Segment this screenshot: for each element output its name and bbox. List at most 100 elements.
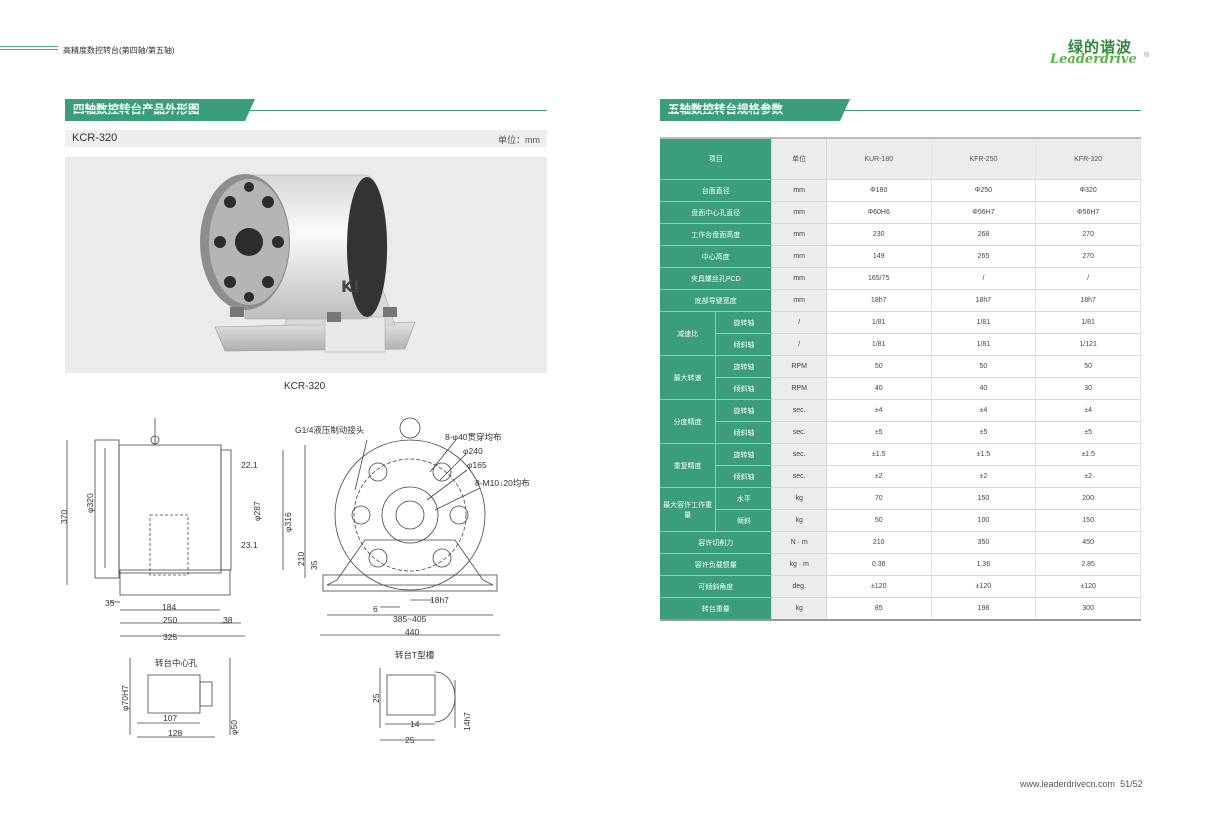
spec-value: ±2	[931, 465, 1037, 488]
unit-label: 单位：mm	[498, 135, 540, 145]
spec-item: 中心高度	[660, 245, 772, 268]
dim-14h7: 14h7	[462, 712, 472, 731]
footer: www.leaderdrivecn.com 51/52	[1020, 779, 1143, 789]
dim-184: 184	[162, 602, 176, 612]
spec-value: 50	[931, 355, 1037, 378]
spec-value: 268	[931, 223, 1037, 246]
spec-unit: kg	[771, 597, 827, 621]
spec-value: 1.36	[931, 553, 1037, 576]
dim-35: 35	[105, 598, 115, 608]
spec-value: 1/121	[1035, 333, 1141, 356]
spec-subitem: 倾斜轴	[715, 421, 772, 444]
dim-18h7: 18h7	[430, 595, 449, 605]
spec-value: Φ250	[931, 179, 1037, 202]
spec-value: 18h7	[826, 289, 932, 312]
spec-value: ±4	[931, 399, 1037, 422]
dim-14: 14	[410, 719, 420, 729]
spec-subitem: 倾斜轴	[715, 333, 772, 356]
spec-value: 270	[1035, 223, 1141, 246]
spec-value: /	[1035, 267, 1141, 290]
t-slot-title: 转台T型槽	[395, 650, 435, 660]
spec-value: 150	[931, 487, 1037, 510]
spec-value: 1/81	[826, 333, 932, 356]
spec-item: 台面直径	[660, 179, 772, 202]
spec-item: 可倾斜角度	[660, 575, 772, 598]
dim-25-a: 25	[371, 693, 381, 703]
dim-phi70h7: φ70H7	[120, 685, 130, 711]
dim-440: 440	[405, 627, 419, 637]
spec-value: 270	[1035, 245, 1141, 268]
spec-subitem: 倾斜轴	[715, 377, 772, 400]
spec-group: 减速比	[660, 311, 716, 356]
page-numbers: 51/52	[1120, 779, 1143, 789]
spec-value: ±5	[826, 421, 932, 444]
dim-phi240: φ240	[463, 446, 483, 456]
spec-subitem: 旋转轴	[715, 311, 772, 334]
dim-107: 107	[163, 713, 177, 723]
dim-phi287: φ287	[252, 501, 262, 521]
spec-value: 18h7	[931, 289, 1037, 312]
logo-registered: ®	[1144, 52, 1150, 59]
brand-logo: 绿的谐波 Leaderdrive ®	[1050, 36, 1150, 72]
lifting-ring	[399, 417, 421, 439]
dim-38: 38	[223, 615, 233, 625]
spec-header-3: KFR-250	[931, 137, 1037, 180]
spec-unit: mm	[771, 289, 827, 312]
spec-unit: kg	[771, 509, 827, 532]
spec-value: Φ320	[1035, 179, 1141, 202]
spec-group: 分度精度	[660, 399, 716, 444]
spec-unit: mm	[771, 223, 827, 246]
spec-value: 70	[826, 487, 932, 510]
spec-header-2: KUR-180	[826, 137, 932, 180]
spec-item: 底部导键宽度	[660, 289, 772, 312]
spec-value: 200	[1035, 487, 1141, 510]
spec-unit: /	[771, 333, 827, 356]
spec-value: 149	[826, 245, 932, 268]
side-view-flange	[94, 439, 120, 579]
spec-value: ±120	[1035, 575, 1141, 598]
svg-text:KI: KI	[341, 277, 359, 296]
spec-subitem: 旋转轴	[715, 355, 772, 378]
spec-value: 150	[1035, 509, 1141, 532]
spec-value: 450	[1035, 531, 1141, 554]
spec-value: 30	[1035, 377, 1141, 400]
section-rule-right	[660, 110, 1141, 111]
spec-value: Φ56H7	[1035, 201, 1141, 224]
spec-value: 40	[826, 377, 932, 400]
spec-value: ±5	[931, 421, 1037, 444]
spec-subitem: 旋转轴	[715, 443, 772, 466]
spec-value: ±120	[931, 575, 1037, 598]
model-bar: KCR-320 单位：mm	[65, 130, 547, 147]
dim-phi316: φ316	[283, 512, 293, 532]
spec-header-1: 单位	[771, 137, 827, 180]
dim-250: 250	[163, 615, 177, 625]
spec-unit: /	[771, 311, 827, 334]
dim-6: 6	[373, 604, 378, 614]
side-view-body	[118, 444, 222, 574]
photo-caption: KCR-320	[284, 381, 326, 392]
spec-value: Φ60H6	[826, 201, 932, 224]
spec-subitem: 水平	[715, 487, 772, 510]
spec-item: 容许切削力	[660, 531, 772, 554]
spec-group: 最大转速	[660, 355, 716, 400]
spec-item: 工作台盘面高度	[660, 223, 772, 246]
spec-unit: RPM	[771, 355, 827, 378]
spec-value: /	[931, 267, 1037, 290]
dim-phi320: φ320	[85, 493, 95, 513]
spec-value: 350	[931, 531, 1037, 554]
